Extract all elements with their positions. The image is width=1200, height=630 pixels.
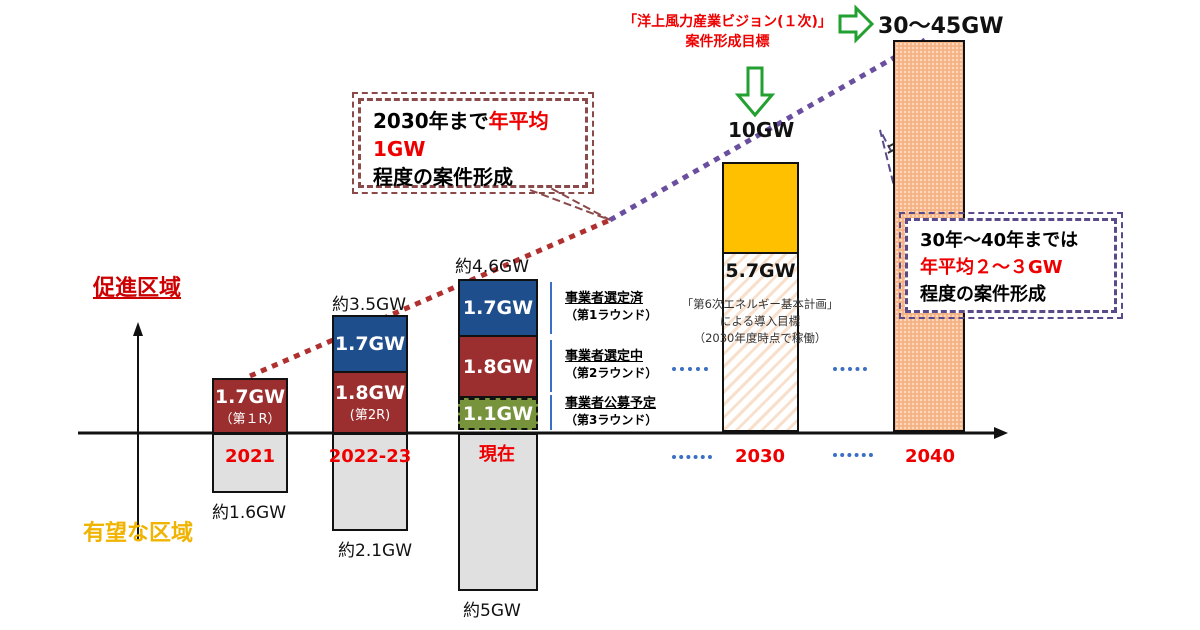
promising-zone-label: 有望な区域: [83, 521, 194, 546]
year-now: 現在: [479, 444, 515, 465]
promising-now: 約5GW: [463, 601, 521, 621]
promising-2022: 約2.1GW: [338, 541, 413, 561]
bar-2021-promo: 1.7GW（第１R）: [212, 378, 288, 434]
legend-round3: 事業者公募予定（第3ラウンド）: [565, 396, 658, 427]
brace-icon: [550, 340, 557, 392]
y-axis-arrow-icon: [133, 322, 143, 336]
bar-now-low: 1.1GW: [458, 398, 538, 430]
continuation-dots: [672, 367, 708, 371]
trend-line-2030: [249, 217, 611, 379]
total-2040: 30～45GW: [878, 14, 1004, 39]
brace-icon: [550, 395, 557, 430]
bar-now-promising: [458, 433, 538, 591]
brace-icon: [550, 282, 557, 334]
promising-2021: 約1.6GW: [212, 503, 287, 523]
promotion-zone-label: 促進区域: [93, 276, 182, 301]
year-2030: 2030: [734, 446, 786, 467]
legend-round2: 事業者選定中（第2ラウンド）: [565, 349, 658, 380]
bar-now-top: 1.7GW: [458, 279, 538, 337]
down-arrow-icon: [734, 66, 776, 118]
note-2030: 「第6次エネルギー基本計画」による導入目標（2030年度時点で稼働）: [681, 297, 839, 345]
year-2021: 2021: [224, 446, 276, 467]
bar-2021-promising: [212, 433, 288, 493]
bar-now-mid: 1.8GW: [458, 335, 538, 398]
bar-2022-promising: [332, 433, 408, 531]
total-2022: 約3.5GW: [332, 295, 407, 315]
continuation-dots: [672, 455, 712, 459]
legend-round1: 事業者選定済（第1ラウンド）: [565, 291, 658, 322]
continuation-dots: [833, 453, 873, 457]
year-2022-23: 2022-23: [328, 446, 412, 467]
x-axis-arrow-icon: [994, 427, 1008, 439]
bar-2030-base: 5.7GW: [722, 252, 799, 432]
trend-line-2040: [608, 37, 927, 223]
bar-2022-mid: 1.8GW(第2R): [332, 371, 408, 434]
callout1-pointer: [529, 184, 611, 221]
continuation-dots: [833, 367, 867, 371]
vision-label: 「洋上風力産業ビジョン(１次)」案件形成目標: [623, 14, 832, 50]
total-2030: 10GW: [728, 118, 795, 142]
right-arrow-icon: [838, 4, 875, 44]
total-now: 約4.6GW: [455, 257, 530, 277]
bar-2030-vision: [722, 162, 799, 254]
bar-2022-top: 1.7GW: [332, 315, 408, 373]
year-2040: 2040: [904, 446, 956, 467]
